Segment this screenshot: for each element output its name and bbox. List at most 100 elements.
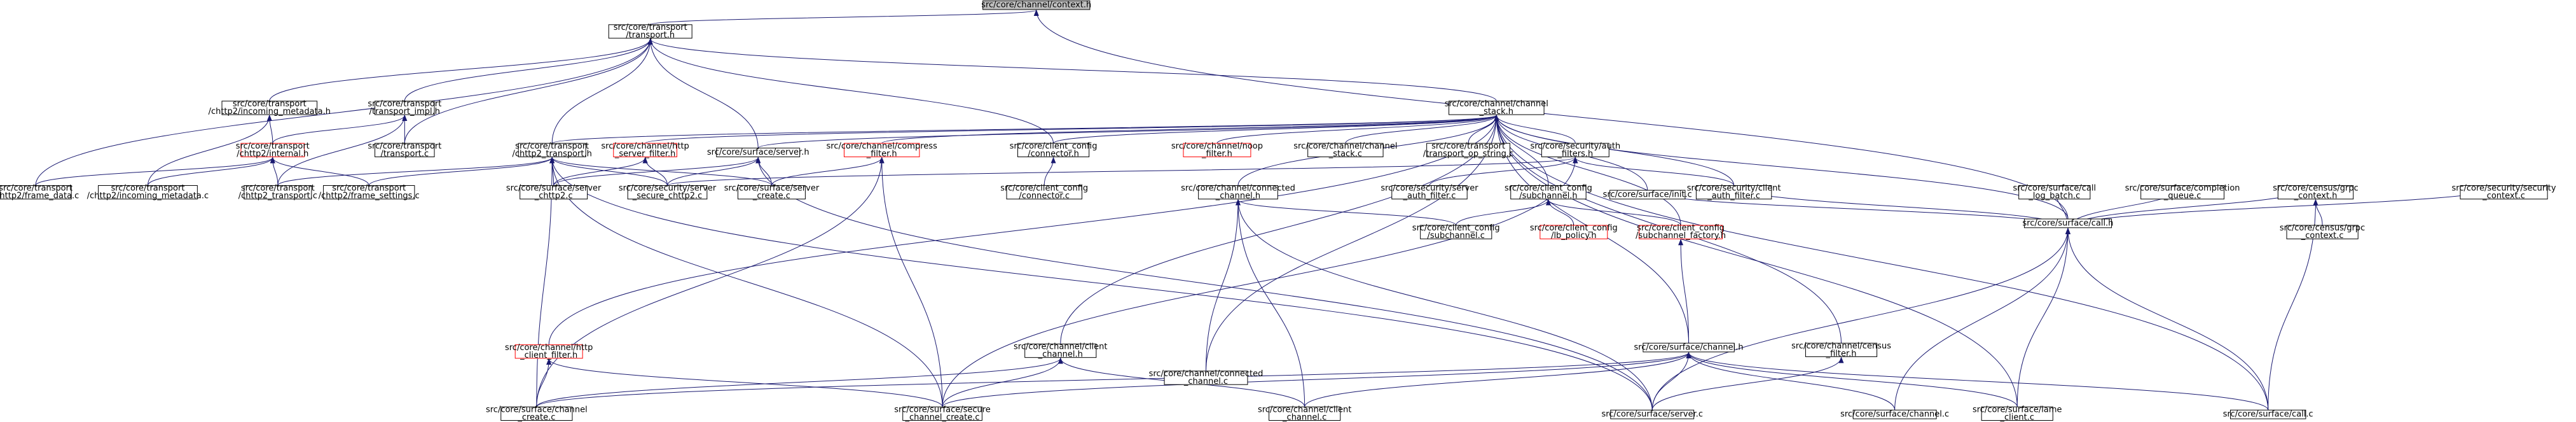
node-box[interactable] — [1391, 185, 1468, 200]
node-calllog_c[interactable]: src/core/surface/call_log_batch.c — [2013, 184, 2096, 201]
node-chttp2t_h[interactable]: src/core/transport/chttp2_transport.h — [512, 141, 591, 158]
node-channel_h[interactable]: src/core/surface/channel.h — [1634, 343, 1744, 353]
node-box[interactable] — [500, 406, 573, 421]
node-server_c[interactable]: src/core/surface/server.c — [1601, 410, 1703, 419]
node-httpsrv_h[interactable]: src/core/channel/http_server_filter.h — [601, 141, 689, 158]
node-box[interactable] — [1420, 225, 1492, 239]
node-transport_c[interactable]: src/core/transport/transport.c — [368, 141, 441, 158]
node-box[interactable] — [0, 185, 72, 200]
node-noop_h[interactable]: src/core/channel/noop_filter.h — [1171, 141, 1263, 158]
node-compress_h[interactable]: src/core/channel/compress_filter.h — [827, 141, 938, 158]
node-box[interactable] — [1852, 409, 1937, 419]
node-subch_h[interactable]: src/core/client_config/subchannel.h — [1505, 184, 1592, 201]
node-server_h[interactable]: src/core/surface/server.h — [707, 148, 809, 157]
node-fsettings_c[interactable]: src/core/transport/chttp2/frame_settings… — [319, 184, 420, 201]
node-incmeta_c[interactable]: src/core/transport/chttp2/incoming_metad… — [87, 184, 209, 201]
node-frame_data_c[interactable]: src/core/transport/chttp2/frame_data.c — [0, 184, 79, 201]
node-box[interactable] — [1981, 406, 2053, 421]
node-box[interactable] — [1198, 185, 1278, 200]
node-box[interactable] — [1805, 342, 1878, 357]
node-box[interactable] — [323, 185, 415, 200]
node-connector_h[interactable]: src/core/client_config/connector.h — [1010, 141, 1098, 158]
node-cliauth_c[interactable]: src/core/security/client_auth_filter.c — [1687, 184, 1781, 201]
node-box[interactable] — [2230, 409, 2306, 419]
node-secchcreate_c[interactable]: src/core/surface/secure_channel_create.c — [894, 405, 991, 422]
node-ctx[interactable]: src/core/channel/context.h — [981, 1, 1091, 10]
node-box[interactable] — [1307, 143, 1384, 157]
node-box[interactable] — [1609, 190, 1686, 200]
node-box[interactable] — [1539, 225, 1608, 239]
node-box[interactable] — [982, 0, 1091, 10]
node-chstack[interactable]: src/core/channel/channel_stack.h — [1445, 99, 1548, 116]
node-connch_h[interactable]: src/core/channel/connected_channel.h — [1181, 184, 1295, 201]
node-box[interactable] — [2286, 225, 2359, 239]
node-clich_c[interactable]: src/core/channel/client_channel.c — [1258, 405, 1351, 422]
node-census_h[interactable]: src/core/census/grpc_context.h — [2273, 184, 2358, 201]
node-box[interactable] — [520, 185, 588, 200]
node-auth_h[interactable]: src/core/security/auth_filters.h — [1530, 141, 1620, 158]
node-subchfac_h[interactable]: src/core/client_config/subchannel_factor… — [1636, 223, 1726, 241]
node-box[interactable] — [1183, 143, 1251, 157]
node-box[interactable] — [1639, 225, 1723, 239]
node-channel_c[interactable]: src/core/surface/channel.c — [1840, 410, 1949, 419]
node-box[interactable] — [514, 344, 583, 359]
node-srvcreate_c[interactable]: src/core/surface/server_create.c — [724, 184, 820, 201]
node-box[interactable] — [1024, 343, 1097, 358]
node-censusf_h[interactable]: src/core/channel/census_filter.h — [1791, 341, 1891, 358]
node-box[interactable] — [608, 24, 692, 39]
node-chttp2t_c[interactable]: src/core/transport/chttp2_transport.c — [238, 184, 317, 201]
node-box[interactable] — [1269, 406, 1341, 421]
node-init_c[interactable]: src/core/surface/init.c — [1603, 190, 1692, 199]
node-timpl_h[interactable]: src/core/transport/transport_impl.h — [368, 99, 441, 116]
node-box[interactable] — [2023, 218, 2112, 229]
node-box[interactable] — [902, 406, 982, 421]
node-box[interactable] — [1610, 409, 1695, 419]
node-box[interactable] — [518, 143, 586, 157]
node-box[interactable] — [1164, 370, 1248, 385]
node-box[interactable] — [1643, 342, 1735, 353]
node-incmeta_h[interactable]: src/core/transport/chttp2/incoming_metad… — [209, 99, 331, 116]
node-box[interactable] — [627, 185, 708, 200]
node-connch_c[interactable]: src/core/channel/connected_channel.c — [1149, 369, 1264, 386]
node-box[interactable] — [716, 148, 801, 157]
node-call_c[interactable]: src/core/surface/call.c — [2223, 410, 2313, 419]
node-box[interactable] — [843, 143, 920, 157]
node-box[interactable] — [98, 185, 198, 200]
node-secsrvchttp2_c[interactable]: src/core/security/server_secure_chttp2.c — [619, 184, 717, 201]
node-chstack_c[interactable]: src/core/channel/channel_stack.c — [1293, 141, 1397, 158]
node-box[interactable] — [1017, 143, 1090, 157]
node-lame_c[interactable]: src/core/surface/lame_client.c — [1973, 405, 2062, 422]
node-subch_c[interactable]: src/core/client_config/subchannel.c — [1412, 223, 1500, 241]
node-box[interactable] — [737, 185, 806, 200]
node-lbpolicy_h[interactable]: src/core/client_config/lb_policy.h — [1530, 223, 1618, 241]
node-censusctx_c[interactable]: src/core/census/grpc_context.c — [2280, 223, 2365, 241]
node-box[interactable] — [375, 143, 435, 157]
node-chcreate_c[interactable]: src/core/surface/channel_create.c — [486, 405, 588, 422]
node-call_h[interactable]: src/core/surface/call.h — [2022, 218, 2113, 228]
node-box[interactable] — [244, 185, 312, 200]
node-connector_c[interactable]: src/core/client_config/connector.c — [1000, 184, 1088, 201]
node-secsrvauth_c[interactable]: src/core/security/server_auth_filter.c — [1381, 184, 1478, 201]
node-box[interactable] — [240, 143, 305, 157]
node-opstr_c[interactable]: src/core/transport/transport_op_string.c — [1423, 141, 1513, 158]
node-box[interactable] — [1449, 101, 1545, 115]
node-box[interactable] — [1006, 185, 1082, 200]
node-box[interactable] — [613, 143, 677, 157]
node-box[interactable] — [1510, 185, 1587, 200]
node-secctx_c[interactable]: src/core/security/security_context.c — [2452, 184, 2556, 201]
node-box[interactable] — [1426, 143, 1511, 157]
node-box[interactable] — [2277, 185, 2354, 200]
node-transport[interactable]: src/core/transport/transport.h — [608, 23, 692, 40]
node-box[interactable] — [1695, 185, 1772, 200]
node-srvchttp2_c[interactable]: src/core/surface/server_chttp2.c — [506, 184, 602, 201]
node-box[interactable] — [375, 101, 435, 115]
node-box[interactable] — [2018, 185, 2091, 200]
node-clich_h[interactable]: src/core/channel/client_channel.h — [1014, 342, 1107, 360]
node-internal_h[interactable]: src/core/transport/chttp2/internal.h — [236, 141, 310, 158]
node-completion_c[interactable]: src/core/surface/completion_queue.c — [2125, 184, 2240, 201]
node-box[interactable] — [2140, 185, 2225, 200]
node-box[interactable] — [1541, 143, 1609, 157]
node-httpcli_h[interactable]: src/core/channel/http_client_filter.h — [505, 343, 593, 360]
node-box[interactable] — [221, 101, 318, 115]
node-box[interactable] — [2460, 185, 2548, 200]
